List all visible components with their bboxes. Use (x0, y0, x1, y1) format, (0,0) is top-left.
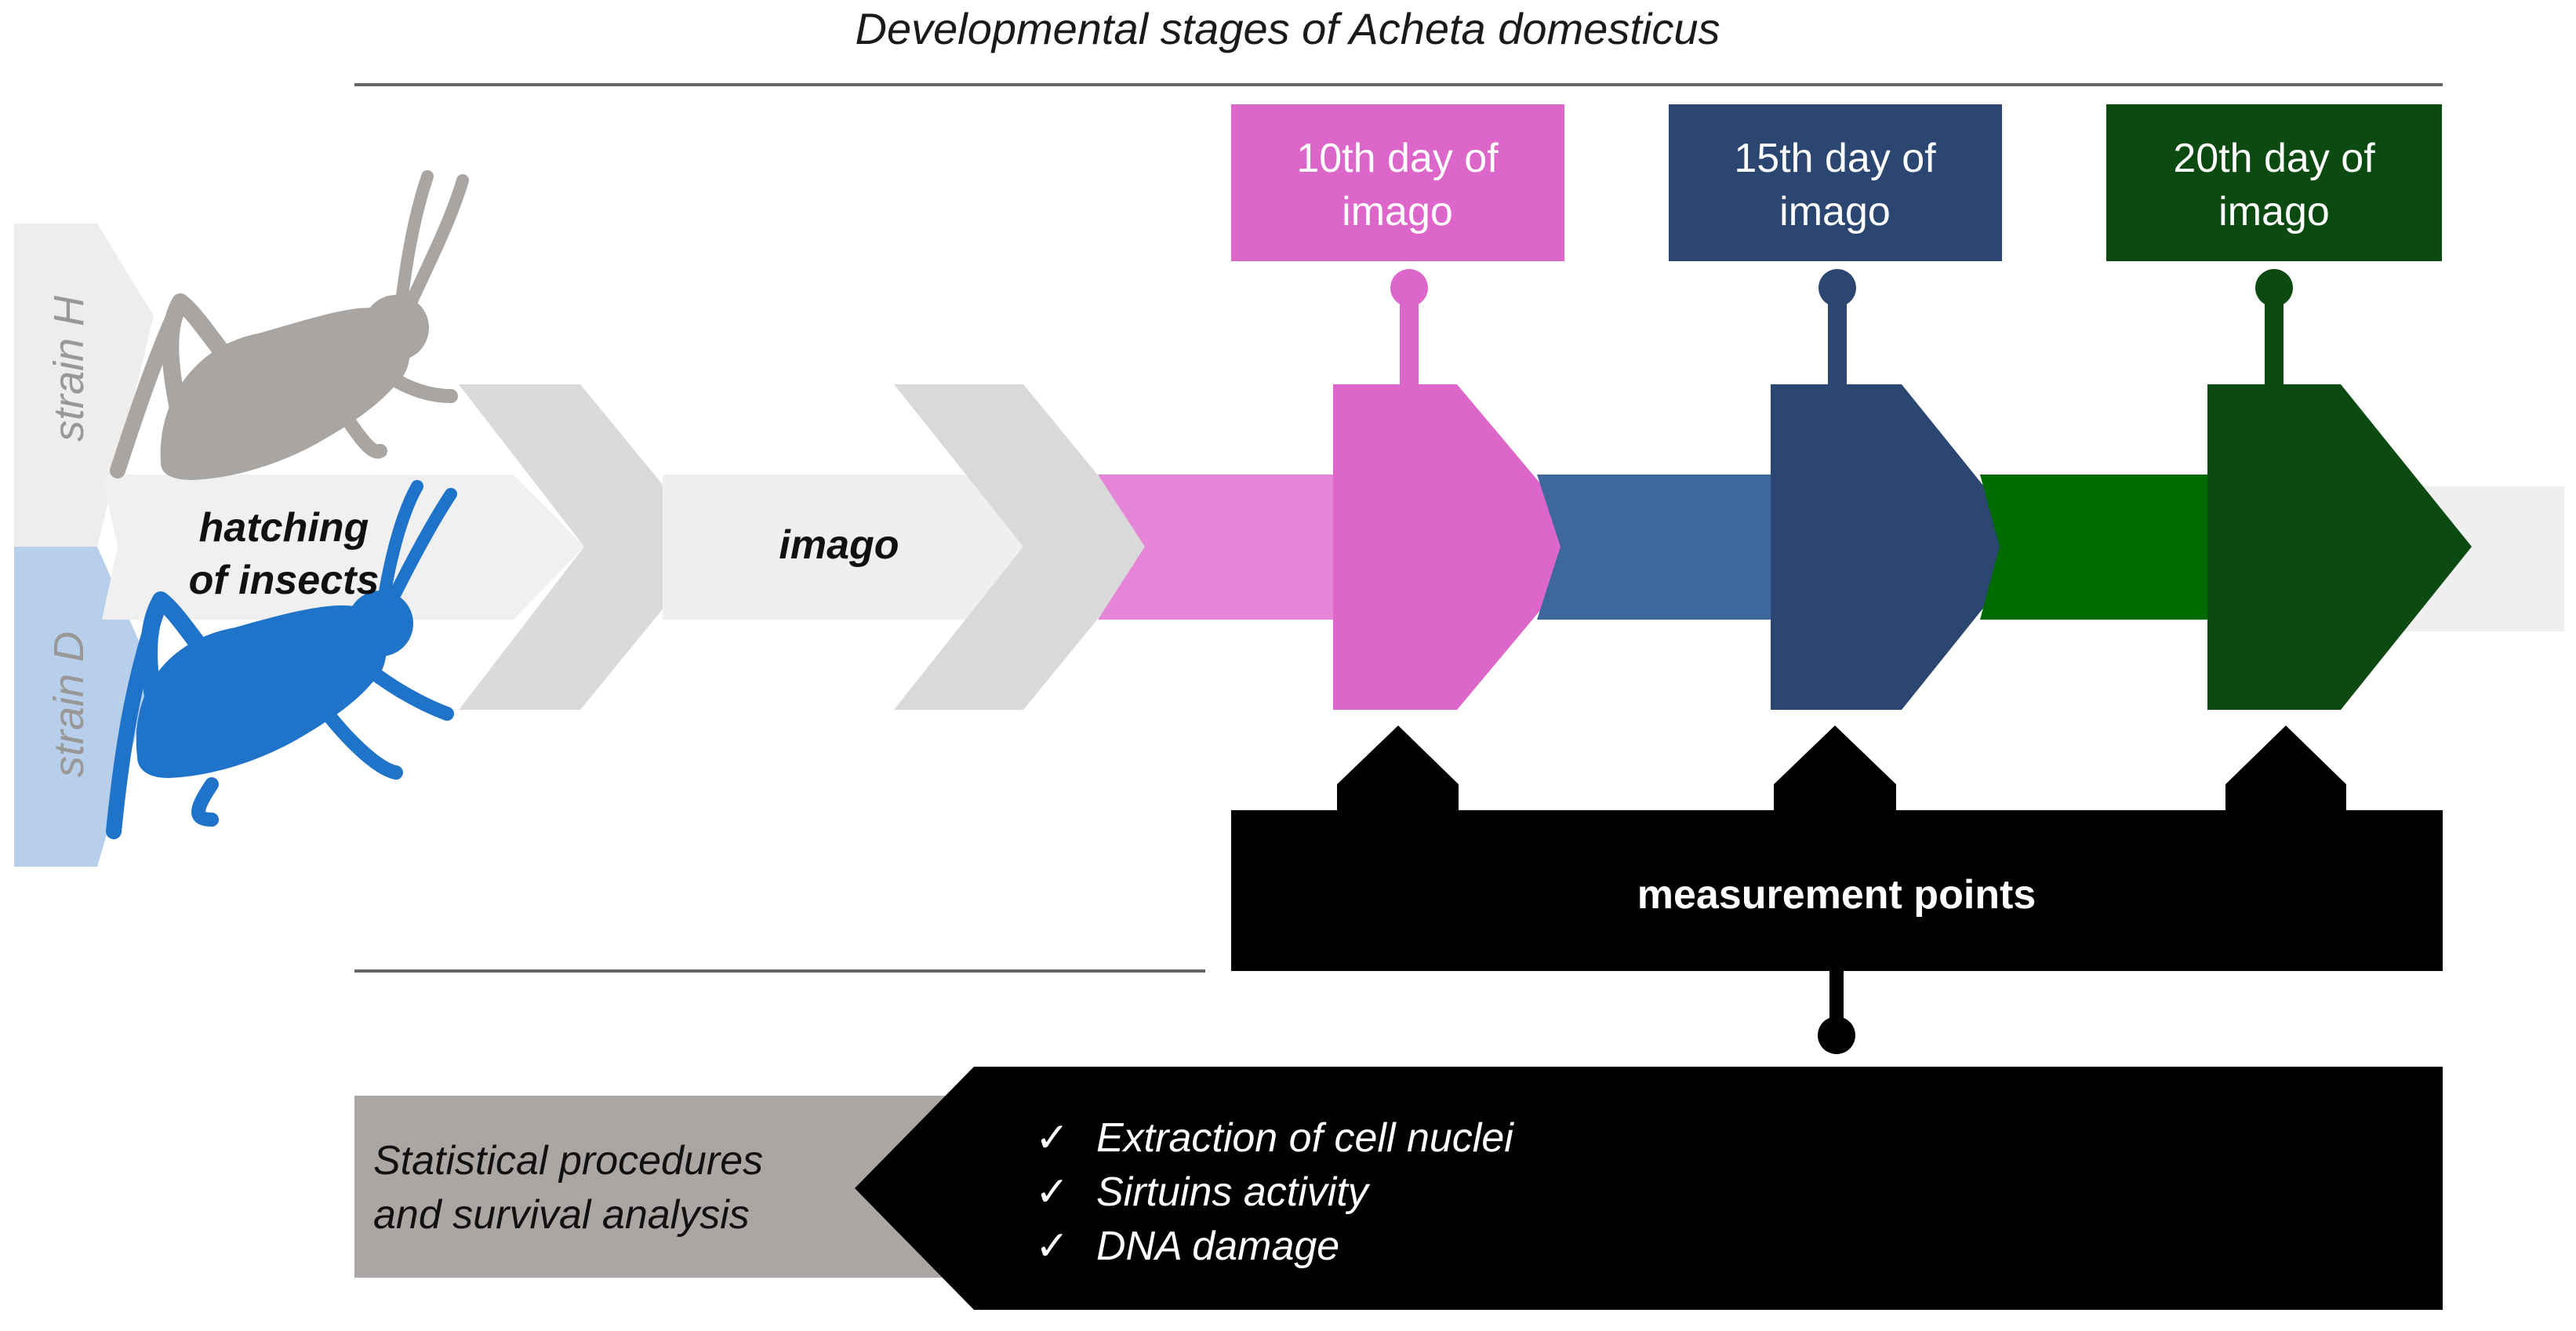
timepoint-15th-day-pin-stem (1828, 288, 1847, 385)
strain-d-label: strain D (45, 631, 93, 777)
check-icon: ✓ (1035, 1224, 1070, 1269)
timepoint-10th-day-line2: imago (1342, 189, 1453, 235)
timepoint-15th-day-line1: 15th day of (1734, 136, 1936, 181)
timepoint-10th-day-pin-stem (1400, 288, 1419, 385)
strain-h-label: strain H (45, 295, 93, 442)
timepoint-20th-day-line1: 20th day of (2173, 136, 2375, 181)
check-icon: ✓ (1035, 1115, 1070, 1161)
dark-green-timepoint-chevron (2207, 384, 2472, 710)
timepoint-15th-day-box (1669, 104, 2002, 261)
measurement-connector-stem (1829, 969, 1844, 1032)
strain-h-tab (14, 224, 154, 547)
measurement-points-box (1231, 810, 2443, 971)
measurement-pointer-20th-day (2225, 726, 2346, 812)
timepoint-20th-day-line2: imago (2218, 189, 2330, 235)
hatching-label-line1: hatching (199, 505, 369, 551)
measurement-pointer-10th-day (1337, 726, 1459, 812)
diagram-title: Developmental stages of Acheta domesticu… (856, 4, 1720, 53)
hatching-label-line2: of insects (189, 558, 380, 603)
analysis-item-dna-damage: DNA damage (1096, 1224, 1339, 1269)
gray-cricket-icon (110, 170, 469, 480)
measurement-points-label: measurement points (1637, 872, 2036, 918)
blue-cricket-icon (106, 480, 457, 839)
measurement-pointer-15th-day (1774, 726, 1896, 812)
navy-timepoint-chevron (1771, 384, 2033, 710)
timepoint-10th-day-box (1231, 104, 1564, 261)
timepoint-10th-day-line1: 10th day of (1296, 136, 1499, 181)
statistics-label-line2: and survival analysis (373, 1192, 750, 1238)
analyses-arrow-box (855, 1067, 2443, 1310)
pink-timepoint-chevron (1333, 384, 1593, 710)
gray-chevron-1 (459, 384, 714, 710)
timepoint-15th-day-line2: imago (1779, 189, 1891, 235)
imago-arrow (663, 475, 1039, 620)
gray-chevron-2 (894, 384, 1157, 710)
hatching-arrow (102, 475, 584, 620)
timepoint-20th-day-box (2106, 104, 2442, 261)
statistics-label-line1: Statistical procedures (373, 1138, 763, 1184)
measurement-connector-dot (1818, 1016, 1855, 1054)
timepoint-20th-day-pin-stem (2265, 288, 2284, 385)
imago-label: imago (779, 522, 899, 568)
check-icon: ✓ (1035, 1169, 1070, 1215)
analysis-item-nuclei-extraction: Extraction of cell nuclei (1096, 1115, 1514, 1161)
analysis-item-sirtuins-activity: Sirtuins activity (1096, 1169, 1371, 1215)
